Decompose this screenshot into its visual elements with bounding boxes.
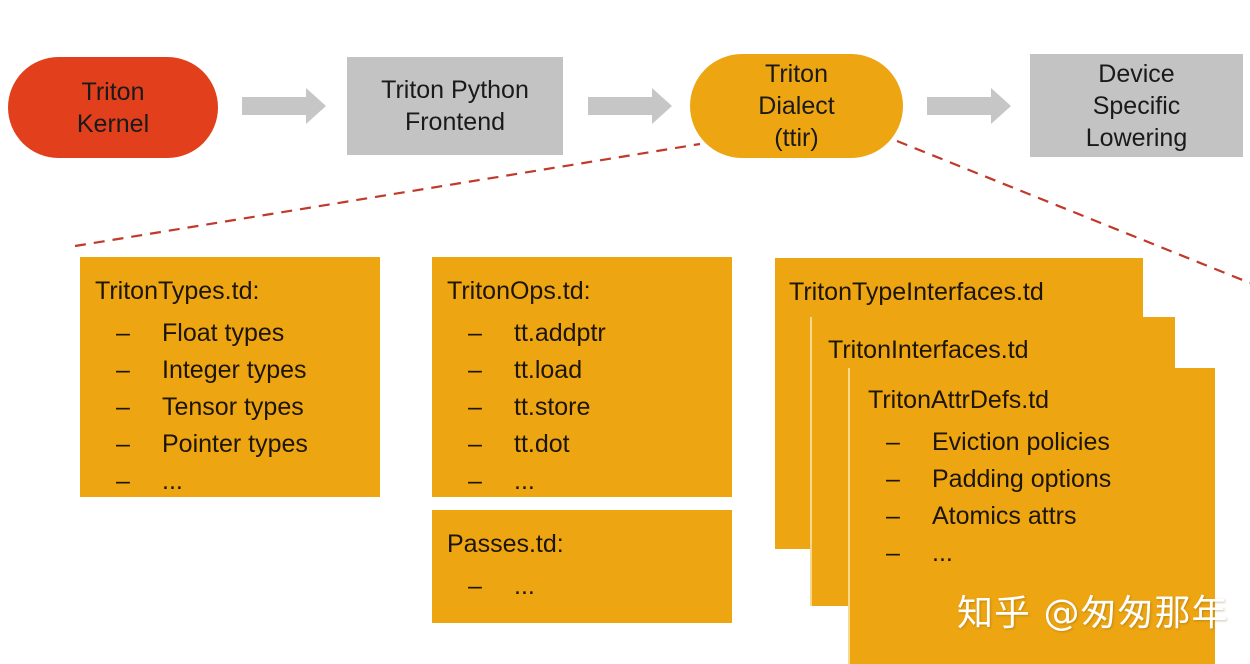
list-item: – tt.dot	[468, 426, 606, 463]
bullet-marker: –	[468, 430, 482, 458]
node-triton-python-frontend-label: Triton Python Frontend	[381, 76, 529, 136]
card-triton-types-title: TritonTypes.td:	[95, 277, 260, 305]
bullet-marker: –	[116, 430, 130, 458]
bullet-marker: –	[886, 502, 900, 530]
arrow-frontend-to-dialect-icon	[588, 88, 672, 124]
node-triton-kernel: Triton Kernel	[8, 57, 218, 158]
bullet-text: tt.addptr	[514, 319, 606, 347]
card-passes: Passes.td: – ...	[432, 510, 732, 623]
card-triton-attr-defs-title: TritonAttrDefs.td	[868, 386, 1050, 414]
bullet-marker: –	[116, 467, 130, 495]
bullet-text: tt.dot	[514, 430, 570, 458]
card-triton-interfaces-title: TritonInterfaces.td	[828, 336, 1029, 364]
bullet-text: ...	[514, 572, 535, 600]
card-triton-attr-defs: TritonAttrDefs.td – Eviction policies – …	[848, 368, 1227, 664]
node-triton-python-frontend: Triton Python Frontend	[347, 57, 563, 155]
bullet-text: Float types	[162, 319, 285, 347]
bullet-marker: –	[116, 393, 130, 421]
list-item: – Float types	[116, 315, 308, 352]
bullet-marker: –	[886, 465, 900, 493]
node-triton-dialect-label: Triton Dialect (ttir)	[758, 60, 835, 152]
list-item: – Padding options	[886, 461, 1111, 498]
card-passes-bullets: – ...	[468, 568, 535, 605]
card-triton-ops: TritonOps.td: – tt.addptr – tt.load – tt…	[432, 257, 732, 497]
bullet-marker: –	[116, 356, 130, 384]
list-item: – Tensor types	[116, 389, 308, 426]
bullet-text: Tensor types	[162, 393, 304, 421]
bullet-marker: –	[468, 393, 482, 421]
callout-line-left-icon	[74, 142, 701, 248]
bullet-marker: –	[468, 467, 482, 495]
card-triton-ops-title: TritonOps.td:	[447, 277, 591, 305]
list-item: – Eviction policies	[886, 424, 1111, 461]
bullet-marker: –	[116, 319, 130, 347]
list-item: – tt.addptr	[468, 315, 606, 352]
node-device-specific-lowering: Device Specific Lowering	[1030, 54, 1243, 157]
list-item: – ...	[468, 463, 606, 500]
node-device-specific-lowering-label: Device Specific Lowering	[1085, 59, 1188, 152]
bullet-text: ...	[514, 467, 535, 495]
list-item: – tt.load	[468, 352, 606, 389]
bullet-marker: –	[886, 539, 900, 567]
bullet-marker: –	[468, 356, 482, 384]
bullet-text: Eviction policies	[932, 428, 1110, 456]
list-item: – Atomics attrs	[886, 498, 1111, 535]
card-passes-title: Passes.td:	[447, 530, 564, 558]
card-triton-attr-defs-bullets: – Eviction policies – Padding options – …	[886, 424, 1111, 572]
node-triton-kernel-label: Triton Kernel	[76, 77, 150, 138]
bullet-text: ...	[932, 539, 953, 567]
watermark: 知乎 @匆匆那年	[957, 593, 1229, 634]
bullet-text: Integer types	[162, 356, 307, 384]
bullet-marker: –	[468, 572, 482, 600]
card-triton-ops-bullets: – tt.addptr – tt.load – tt.store – tt.do…	[468, 315, 606, 500]
arrow-kernel-to-frontend-icon	[242, 88, 326, 124]
card-triton-type-interfaces-title: TritonTypeInterfaces.td	[789, 278, 1044, 306]
card-triton-types-bullets: – Float types – Integer types – Tensor t…	[116, 315, 308, 500]
list-item: – ...	[886, 535, 1111, 572]
bullet-marker: –	[886, 428, 900, 456]
card-triton-types: TritonTypes.td: – Float types – Integer …	[80, 257, 380, 497]
list-item: – ...	[468, 568, 535, 605]
bullet-text: Padding options	[932, 465, 1112, 493]
bullet-text: Pointer types	[162, 430, 308, 458]
bullet-marker: –	[468, 319, 482, 347]
list-item: – Pointer types	[116, 426, 308, 463]
bullet-text: Atomics attrs	[932, 502, 1077, 530]
bullet-text: tt.load	[514, 356, 583, 384]
node-triton-dialect: Triton Dialect (ttir)	[690, 54, 903, 158]
list-item: – ...	[116, 463, 308, 500]
list-item: – tt.store	[468, 389, 606, 426]
bullet-text: ...	[162, 467, 183, 495]
bullet-text: tt.store	[514, 393, 591, 421]
list-item: – Integer types	[116, 352, 308, 389]
arrow-dialect-to-lowering-icon	[927, 88, 1011, 124]
